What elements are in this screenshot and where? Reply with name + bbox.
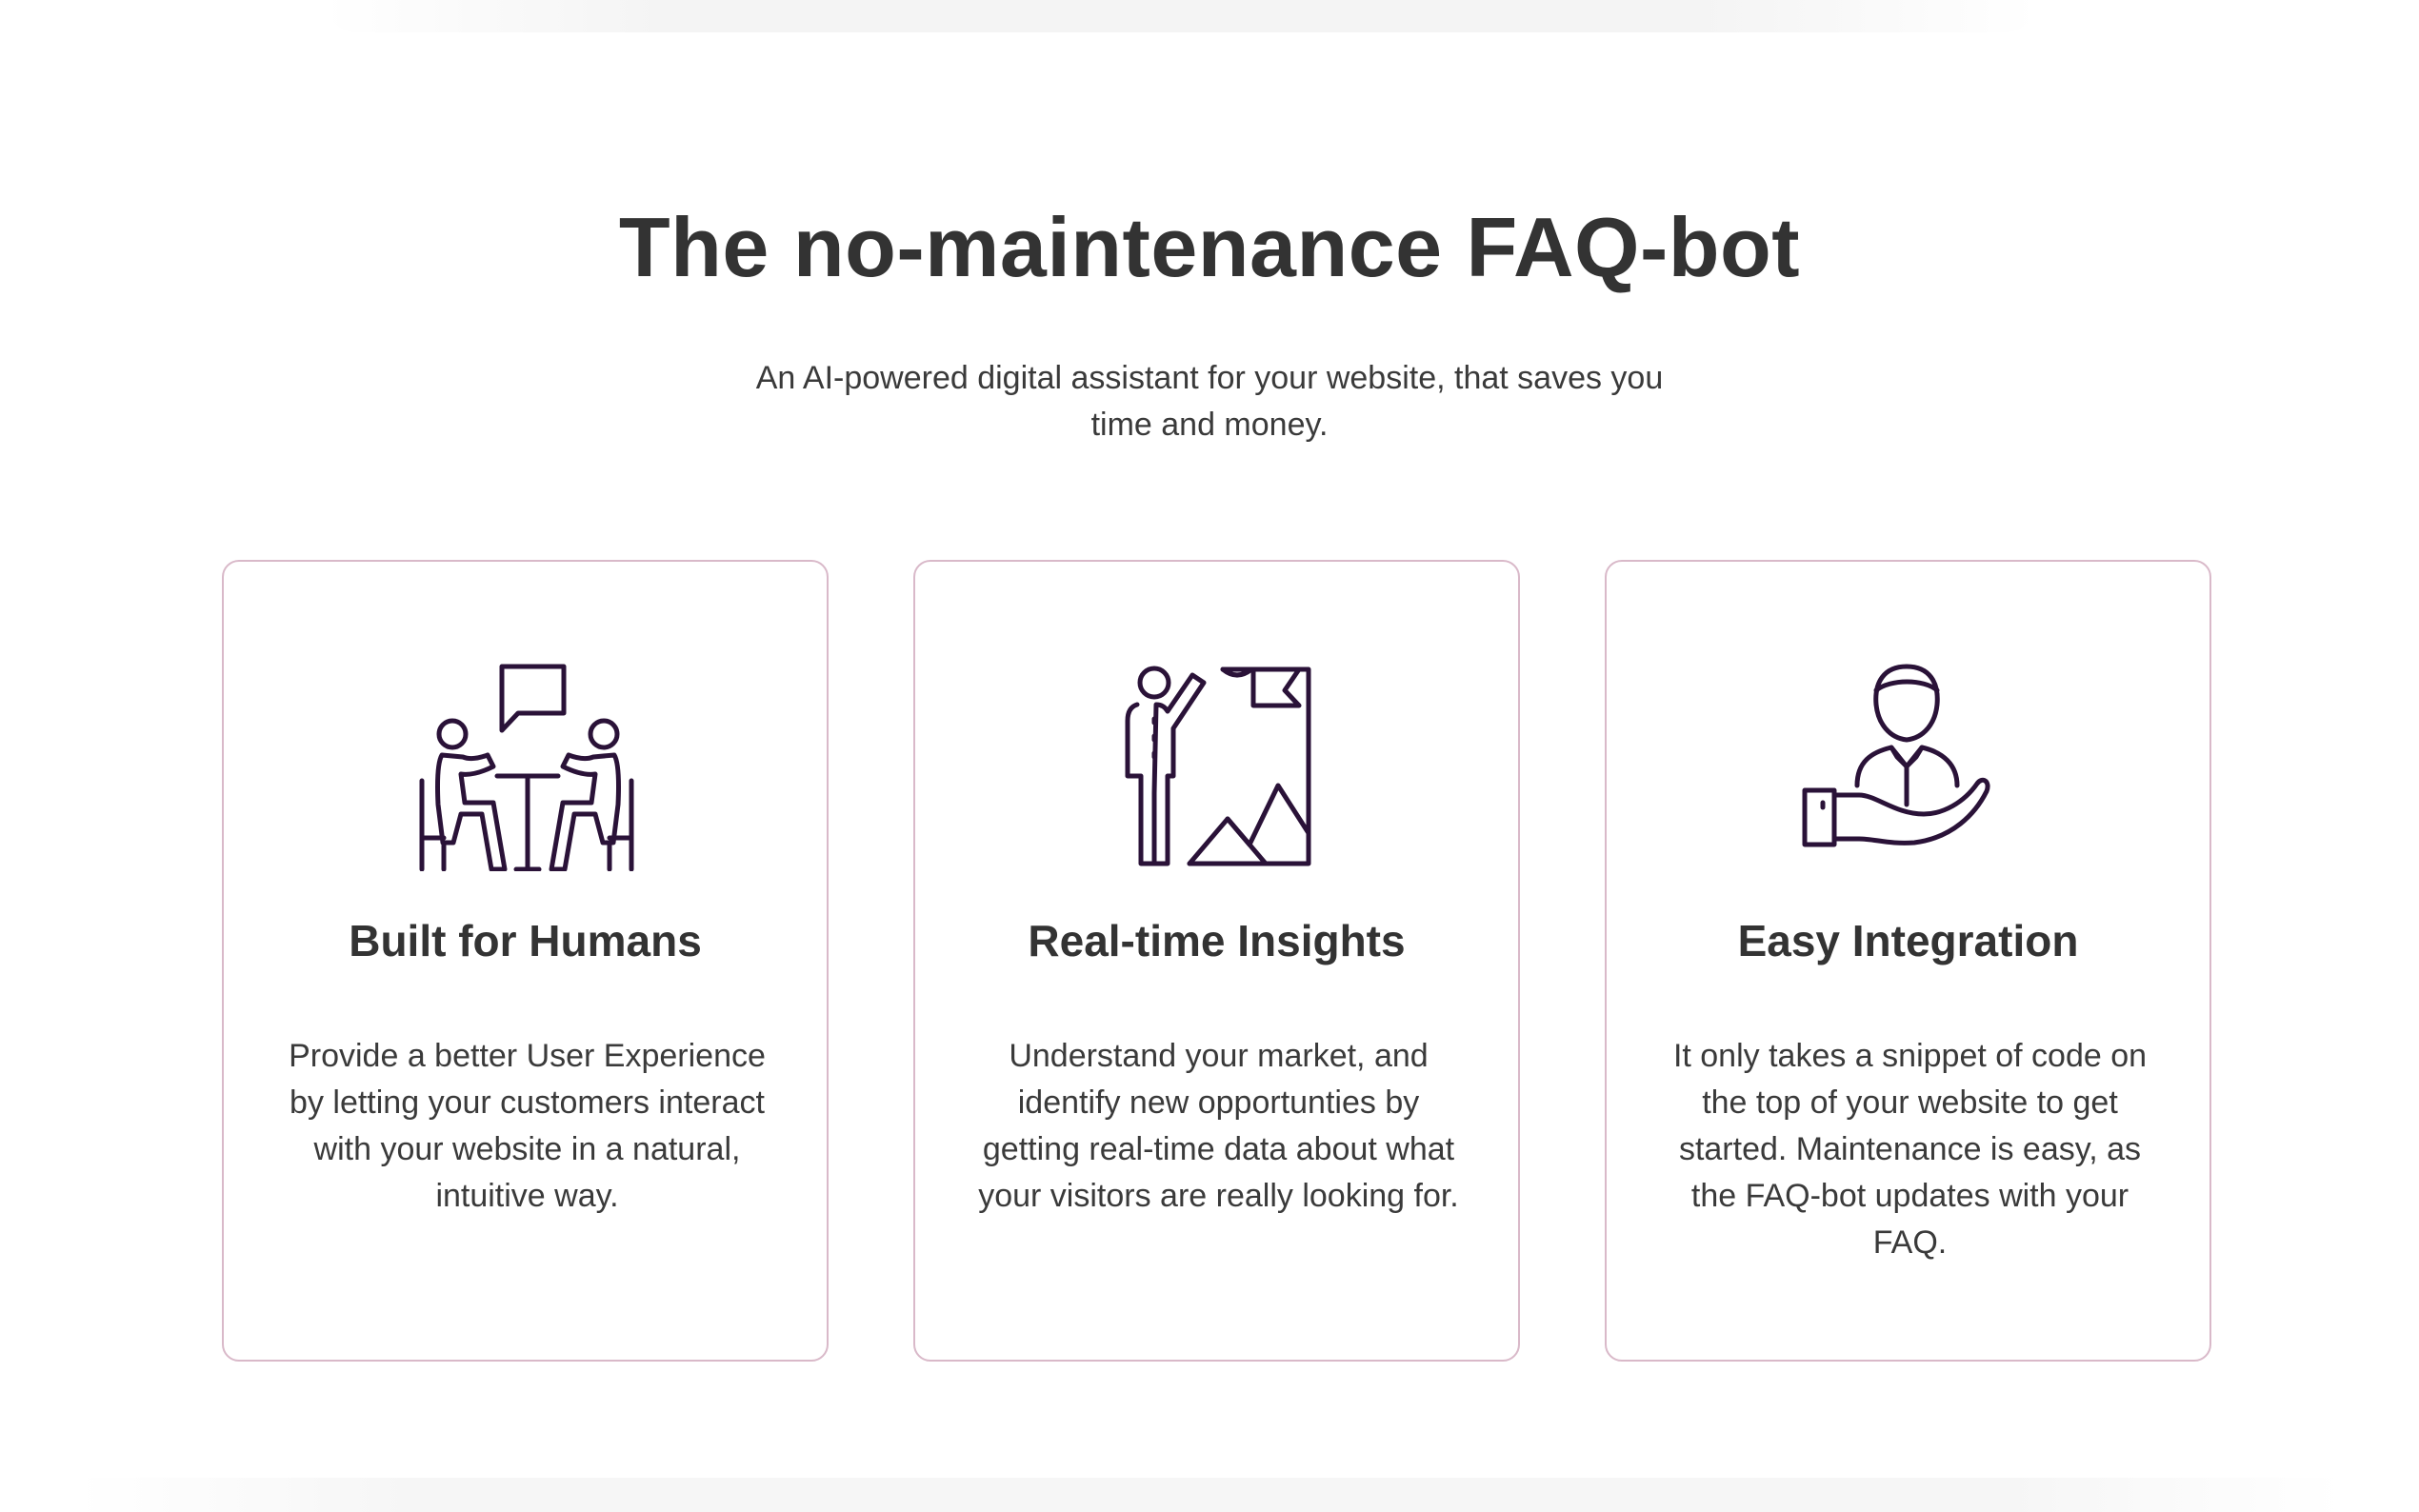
feature-title: Built for Humans — [349, 916, 702, 965]
bottom-section-edge — [76, 1478, 2343, 1512]
feature-cards: Built for Humans Provide a better User E… — [222, 560, 2211, 1365]
feature-card-real-time-insights: Real-time Insights Understand your marke… — [913, 560, 1520, 1362]
feature-card-easy-integration: Easy Integration It only takes a snippet… — [1605, 560, 2211, 1362]
feature-description: It only takes a snippet of code on the t… — [1672, 1038, 2148, 1261]
person-hand-support-icon — [1800, 662, 2019, 871]
presentation-insights-icon — [1109, 662, 1328, 871]
section-subtitle: An AI-powered digital assistant for your… — [755, 360, 1664, 443]
feature-card-built-for-humans: Built for Humans Provide a better User E… — [222, 560, 829, 1362]
feature-description: Understand your market, and identify new… — [978, 1038, 1459, 1214]
section-title: The no-maintenance FAQ-bot — [618, 200, 1801, 294]
feature-description: Provide a better User Experience by lett… — [289, 1038, 766, 1214]
conversation-icon — [417, 662, 636, 871]
top-section-edge — [324, 0, 2038, 32]
feature-title: Easy Integration — [1737, 916, 2079, 965]
feature-title: Real-time Insights — [1028, 916, 1406, 965]
